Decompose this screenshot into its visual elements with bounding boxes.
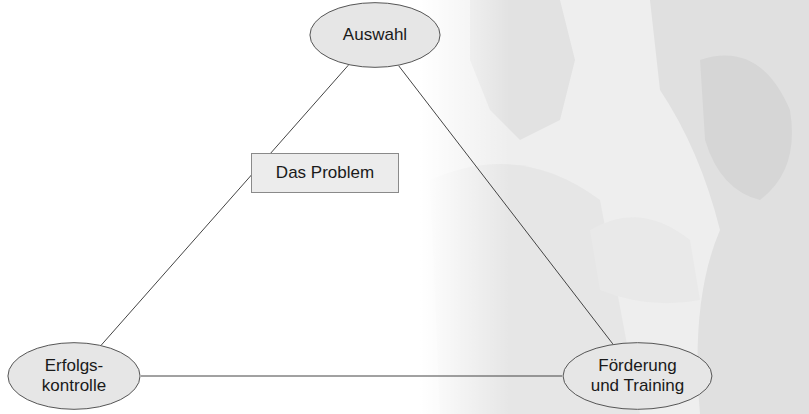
stage-ellipse: Erfolgs- kontrolle: [7, 342, 141, 410]
connector-line: [101, 65, 348, 345]
node-label: Förderung und Training: [584, 356, 691, 396]
stage-ellipse: Auswahl: [309, 2, 441, 68]
node-label: Auswahl: [343, 25, 407, 45]
connector-line: [141, 376, 562, 377]
connector-line: [399, 66, 613, 344]
problem-box: Das Problem: [251, 153, 399, 193]
stage-ellipse: Förderung und Training: [562, 342, 713, 410]
node-label: Erfolgs- kontrolle: [29, 356, 119, 396]
node-label: Das Problem: [276, 163, 374, 183]
